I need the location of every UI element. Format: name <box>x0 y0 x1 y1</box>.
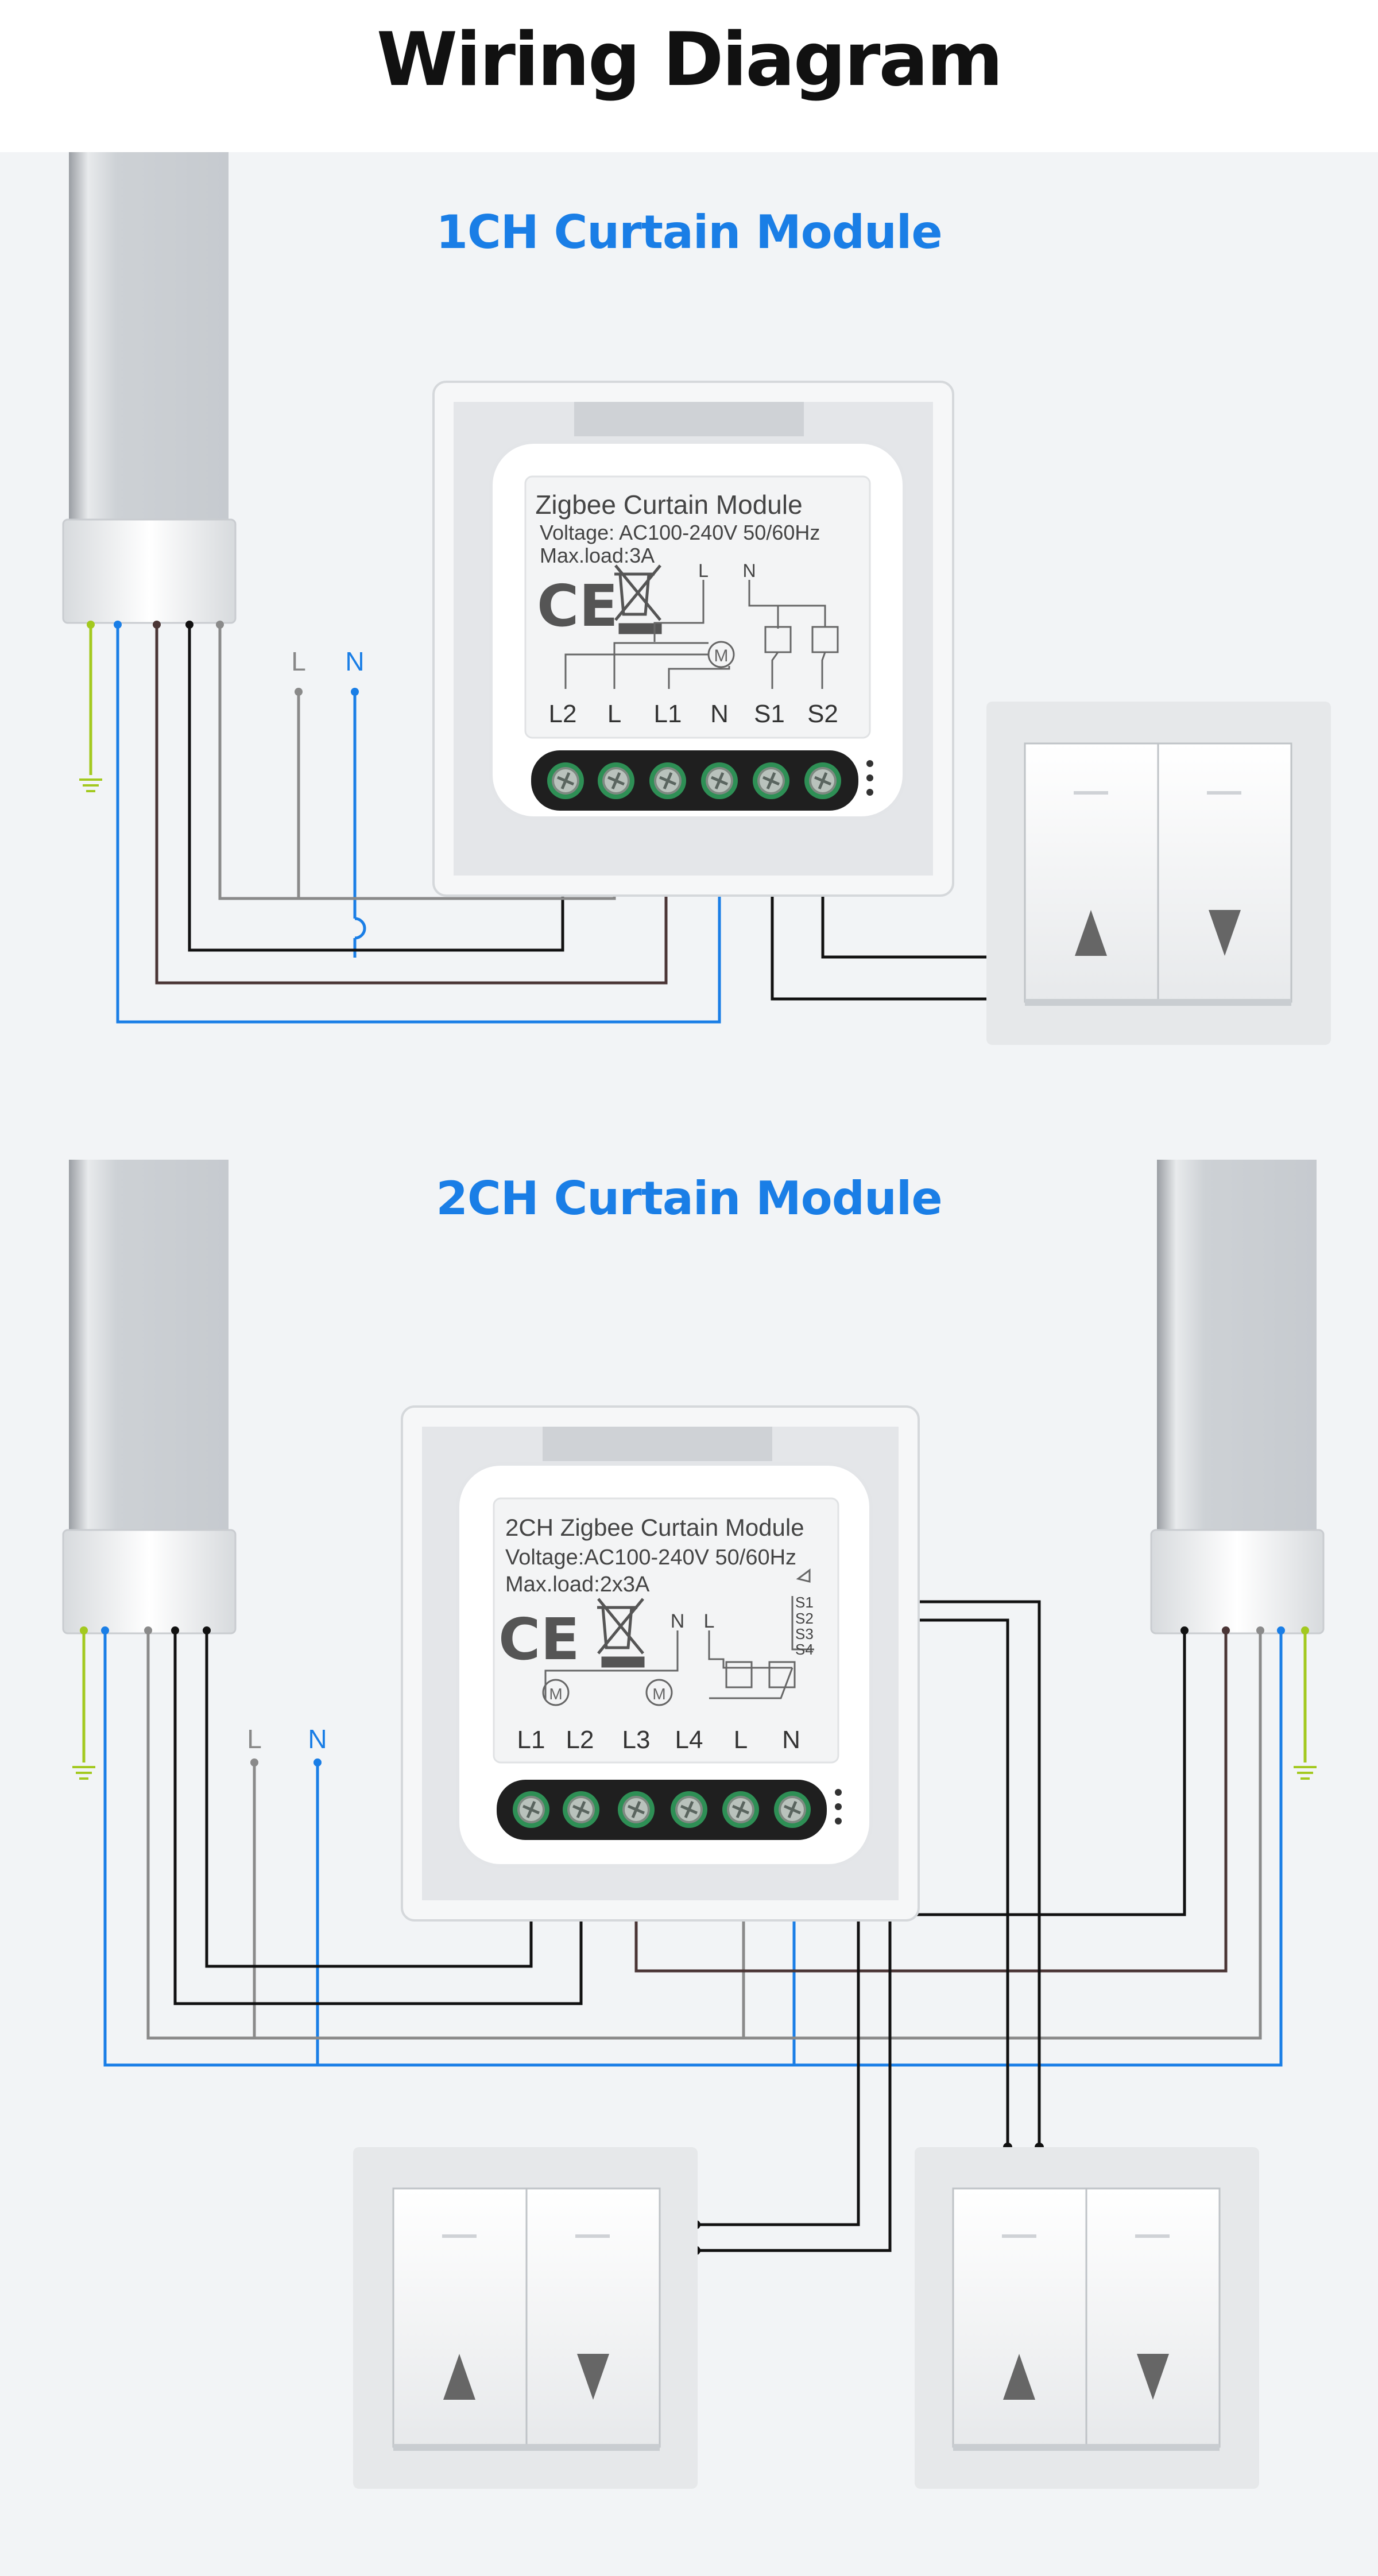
switch-input-labels: S1 S2 S3 S4 <box>795 1594 814 1658</box>
module-voltage: Voltage: AC100-240V 50/60Hz <box>540 521 820 544</box>
switch-input-label: S3 <box>795 1625 814 1643</box>
arrow-down-icon <box>1137 2354 1169 2400</box>
module-name: 2CH Zigbee Curtain Module <box>505 1514 804 1541</box>
ce-mark: CE <box>537 572 618 640</box>
supply-neutral-label: N <box>308 1724 327 1754</box>
arrow-up-icon <box>1075 910 1107 956</box>
terminal-label: N <box>782 1726 800 1754</box>
terminal-label: S1 <box>754 700 785 728</box>
terminal-label: L2 <box>549 700 577 728</box>
weee-bin-icon <box>597 1598 645 1668</box>
module-voltage: Voltage:AC100-240V 50/60Hz <box>505 1545 796 1570</box>
switch-input-label: S1 <box>795 1594 814 1611</box>
motor-label: M <box>652 1685 665 1703</box>
terminal-label: N <box>710 700 729 728</box>
supply-neutral-label: N <box>345 646 364 676</box>
motor-label: M <box>549 1685 562 1703</box>
section-2ch: 2CH Curtain Module <box>62 1160 1325 2489</box>
diagram-canvas: 1CH Curtain Module <box>0 152 1378 2576</box>
arrow-up-icon <box>443 2354 475 2400</box>
schematic-N: N <box>742 560 756 581</box>
section-1ch: 1CH Curtain Module <box>62 152 1331 1045</box>
terminal-label: L1 <box>517 1726 545 1754</box>
wall-switch-1ch <box>986 702 1331 1045</box>
motor-label: M <box>714 646 729 665</box>
terminal-label: L1 <box>654 700 682 728</box>
switch-input-label: S4 <box>795 1641 814 1658</box>
page-title: Wiring Diagram <box>376 17 1003 103</box>
terminal-label: L4 <box>675 1726 703 1754</box>
supply-live-label: L <box>247 1724 262 1754</box>
module-schematic: M <box>564 580 839 689</box>
schematic-N: N <box>671 1610 685 1632</box>
module-schematic <box>542 1568 814 1706</box>
terminal-labels-1ch: L2 L L1 N S1 S2 <box>549 700 838 728</box>
section-title-1ch: 1CH Curtain Module <box>436 206 942 259</box>
schematic-L: L <box>698 560 709 581</box>
tubular-motor-left <box>62 1160 237 1634</box>
curtain-module-2ch: 2CH Zigbee Curtain Module Voltage:AC100-… <box>456 1462 873 1868</box>
arrow-down-icon <box>577 2354 609 2400</box>
wiring-1ch <box>79 621 1009 1024</box>
terminal-block-1ch <box>531 750 873 811</box>
header: Wiring Diagram <box>0 0 1378 152</box>
arrow-up-icon <box>1003 2354 1035 2400</box>
tubular-motor-right <box>1150 1160 1325 1634</box>
curtain-module-1ch: Zigbee Curtain Module Voltage: AC100-240… <box>489 440 906 820</box>
terminal-label: L2 <box>566 1726 594 1754</box>
terminal-block-2ch <box>497 1780 842 1840</box>
switch-input-label: S2 <box>795 1610 814 1627</box>
tubular-motor-1ch <box>62 152 237 624</box>
schematic-L: L <box>704 1610 715 1632</box>
arrow-down-icon <box>1209 910 1241 956</box>
terminal-label: L3 <box>622 1726 651 1754</box>
module-name: Zigbee Curtain Module <box>535 490 802 520</box>
section-title-2ch: 2CH Curtain Module <box>436 1172 942 1225</box>
ce-mark: CE <box>498 1606 580 1673</box>
terminal-label: L <box>734 1726 748 1754</box>
terminal-label: L <box>607 700 621 728</box>
module-max-load: Max.load:3A <box>540 544 655 567</box>
wall-switch-right <box>915 2147 1259 2489</box>
module-max-load: Max.load:2x3A <box>505 1572 650 1597</box>
supply-live-label: L <box>291 646 306 676</box>
terminal-labels-2ch: L1 L2 L3 L4 L N <box>517 1726 800 1754</box>
wall-switch-left <box>353 2147 698 2489</box>
weee-bin-icon <box>614 564 662 634</box>
terminal-label: S2 <box>807 700 838 728</box>
